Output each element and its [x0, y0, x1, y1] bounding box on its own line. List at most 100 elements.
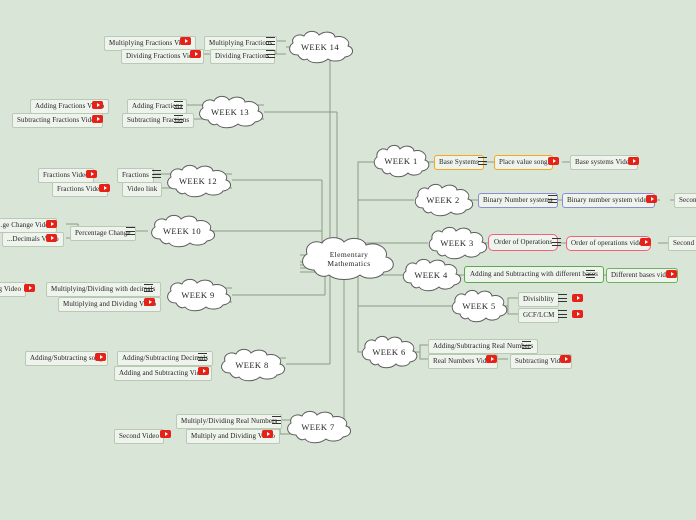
- node-base-systems[interactable]: Base Systems: [434, 155, 484, 170]
- note-lines-icon[interactable]: [144, 284, 153, 292]
- node-order-of-operations-video[interactable]: Order of operations video: [566, 236, 651, 251]
- video-play-icon[interactable]: [646, 195, 657, 203]
- note-lines-icon[interactable]: [586, 270, 595, 278]
- cloud-shape: [199, 95, 263, 129]
- week-node-9[interactable]: WEEK 9: [164, 278, 232, 312]
- node-adding-and-subtracting-video[interactable]: Adding and Subtracting Video: [114, 366, 212, 381]
- node-different-bases-video[interactable]: Different bases video: [606, 268, 678, 283]
- video-play-icon[interactable]: [190, 50, 201, 58]
- video-play-icon[interactable]: [144, 298, 155, 306]
- cloud-shape: [151, 214, 215, 248]
- week-node-5[interactable]: WEEK 5: [450, 289, 508, 323]
- node-dividing-fractions-video[interactable]: Dividing Fractions Video: [121, 49, 205, 64]
- note-lines-icon[interactable]: [478, 157, 487, 165]
- node-binary-number-system-video[interactable]: Binary number system video: [562, 193, 656, 208]
- note-lines-icon[interactable]: [174, 101, 183, 109]
- video-play-icon[interactable]: [99, 184, 110, 192]
- node-multiplying-and-dividing-video[interactable]: Multiplying and Dividing Video: [58, 297, 162, 312]
- video-play-icon[interactable]: [572, 294, 583, 302]
- node-gcf-lcm[interactable]: GCF/LCM: [518, 308, 560, 323]
- note-lines-icon[interactable]: [548, 195, 557, 203]
- video-play-icon[interactable]: [486, 355, 497, 363]
- note-lines-icon[interactable]: [272, 416, 281, 424]
- node-fractions[interactable]: Fractions: [117, 168, 154, 183]
- video-play-icon[interactable]: [548, 157, 559, 165]
- cloud-shape: [287, 410, 351, 444]
- node-adding-subtracting-song[interactable]: Adding/Subtracting song: [25, 351, 108, 366]
- node-subtracting-fractions[interactable]: Subtracting Fractions: [122, 113, 195, 128]
- node-place-value-song[interactable]: Place value song: [494, 155, 553, 170]
- video-play-icon[interactable]: [628, 157, 639, 165]
- node-multiplying-dividing-with-decimals[interactable]: Multiplying/Dividing with decimals: [46, 282, 161, 297]
- week-node-12[interactable]: WEEK 12: [164, 164, 232, 198]
- note-lines-icon[interactable]: [552, 238, 561, 246]
- node-adding-subtracting-decimals[interactable]: Adding/Subtracting Decimals: [117, 351, 214, 366]
- node-percentage-change[interactable]: Percentage Change: [70, 226, 136, 241]
- week-label: WEEK 4: [414, 270, 448, 280]
- node-second-video-week3[interactable]: Second Vi: [668, 236, 696, 251]
- video-play-icon[interactable]: [198, 367, 209, 375]
- video-play-icon[interactable]: [666, 270, 677, 278]
- node-multiply-and-dividing-video[interactable]: Multiply and Dividing Video: [186, 429, 281, 444]
- video-play-icon[interactable]: [46, 234, 57, 242]
- note-lines-icon[interactable]: [266, 50, 275, 58]
- video-play-icon[interactable]: [560, 355, 571, 363]
- video-play-icon[interactable]: [46, 220, 57, 228]
- note-lines-icon[interactable]: [174, 115, 183, 123]
- cloud-shape: [373, 144, 430, 178]
- node-binary-number-systems[interactable]: Binary Number systems: [478, 193, 558, 208]
- center-node-elementary-mathematics[interactable]: Elementary Mathematics: [296, 237, 402, 281]
- video-play-icon[interactable]: [92, 115, 103, 123]
- note-lines-icon[interactable]: [126, 227, 135, 235]
- week-label: WEEK 1: [384, 156, 418, 166]
- week-node-7[interactable]: WEEK 7: [284, 410, 352, 444]
- week-node-1[interactable]: WEEK 1: [372, 144, 430, 178]
- video-play-icon[interactable]: [92, 101, 103, 109]
- note-lines-icon[interactable]: [152, 170, 161, 178]
- node-multiply-dividing-real-numbers[interactable]: Multiply/Dividing Real Numbers: [176, 414, 283, 429]
- video-play-icon[interactable]: [640, 238, 651, 246]
- cloud-shape: [451, 289, 508, 323]
- center-label-line1: Elementary: [329, 249, 369, 259]
- video-play-icon[interactable]: [24, 284, 35, 292]
- node-video-link[interactable]: Video link: [122, 182, 163, 197]
- note-lines-icon[interactable]: [558, 310, 567, 318]
- node-dividing-fractions[interactable]: Dividing Fractions: [210, 49, 275, 64]
- note-lines-icon[interactable]: [198, 353, 207, 361]
- node-real-numbers-video[interactable]: Real Numbers Video: [428, 354, 499, 369]
- note-lines-icon[interactable]: [558, 294, 567, 302]
- week-label: WEEK 5: [462, 301, 496, 311]
- video-play-icon[interactable]: [180, 37, 191, 45]
- video-play-icon[interactable]: [262, 430, 273, 438]
- node-week9-video[interactable]: ...g Video: [0, 282, 27, 297]
- node-subtracting-fractions-video[interactable]: Subtracting Fractions Video: [12, 113, 104, 128]
- note-lines-icon[interactable]: [266, 37, 275, 45]
- node-adding-subtracting-real-numbers[interactable]: Adding/Subtracting Real Numbers: [428, 339, 539, 354]
- video-play-icon[interactable]: [86, 170, 97, 178]
- node-second-video-week7[interactable]: Second Video: [114, 429, 165, 444]
- week-node-10[interactable]: WEEK 10: [148, 214, 216, 248]
- video-play-icon[interactable]: [572, 310, 583, 318]
- week-node-8[interactable]: WEEK 8: [218, 348, 286, 382]
- week-node-4[interactable]: WEEK 4: [400, 258, 462, 292]
- cloud-shape: [167, 164, 231, 198]
- node-subtracting-video[interactable]: Subtracting Video: [510, 354, 573, 369]
- cloud-shape: [167, 278, 231, 312]
- cloud-shape: [361, 335, 418, 369]
- video-play-icon[interactable]: [95, 353, 106, 361]
- node-order-of-operations[interactable]: Order of Operations: [488, 234, 559, 251]
- node-divisiblity[interactable]: Divisiblity: [518, 292, 560, 307]
- cloud-shape: [221, 348, 285, 382]
- week-node-3[interactable]: WEEK 3: [426, 226, 488, 260]
- week-node-6[interactable]: WEEK 6: [360, 335, 418, 369]
- node-adding-and-subtracting-with-different-bases[interactable]: Adding and Subtracting with different ba…: [464, 266, 605, 283]
- cloud-shape: [289, 30, 353, 64]
- node-second-video-week2[interactable]: Second Vi: [674, 193, 696, 208]
- week-node-2[interactable]: WEEK 2: [412, 183, 474, 217]
- video-play-icon[interactable]: [160, 430, 171, 438]
- week-node-14[interactable]: WEEK 14: [286, 30, 354, 64]
- week-node-13[interactable]: WEEK 13: [196, 95, 264, 129]
- week-label: WEEK 9: [181, 290, 215, 300]
- note-lines-icon[interactable]: [522, 341, 531, 349]
